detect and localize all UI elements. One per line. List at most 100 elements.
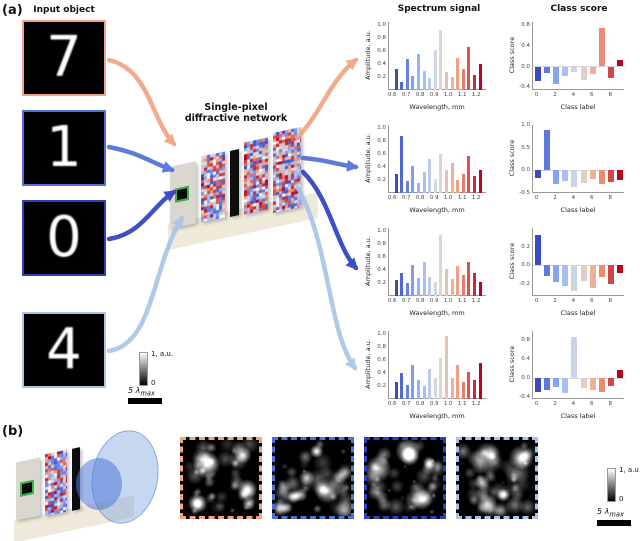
bar xyxy=(411,165,415,193)
bar xyxy=(534,377,541,392)
bar xyxy=(428,369,432,399)
diffractive-network-illustration xyxy=(168,126,320,250)
diffractive-layer-canvas xyxy=(201,151,225,223)
scalebar-a xyxy=(128,398,162,404)
bar xyxy=(433,49,437,90)
bar xyxy=(617,60,624,67)
diffractive-layer-3 xyxy=(244,137,268,215)
x-tick-label: 0 xyxy=(534,298,539,304)
network-label: Single-pixel diffractive network xyxy=(184,102,288,125)
bar xyxy=(444,268,448,296)
bar xyxy=(580,170,587,183)
y-tick-label: 0.8 xyxy=(521,21,530,28)
spectrum-1-plot xyxy=(388,125,486,193)
y-tick-label: 1.0 xyxy=(521,122,530,128)
x-tick-label: 6 xyxy=(590,195,594,201)
bar xyxy=(608,265,615,284)
x-tick-label: 8 xyxy=(608,92,612,98)
class-1-xlabel: Class label xyxy=(560,206,596,214)
digit-4: 4 xyxy=(46,317,82,382)
class-0-plot xyxy=(532,228,625,296)
bar xyxy=(599,265,605,278)
bar xyxy=(571,66,578,72)
panel-a-label: (a) xyxy=(2,3,23,18)
x-tick-label: 1.1 xyxy=(457,92,467,98)
y-tick-label: 0.8 xyxy=(377,344,386,351)
bar xyxy=(456,266,460,296)
bar xyxy=(599,377,605,392)
bar xyxy=(543,265,550,277)
bar xyxy=(562,66,569,76)
x-tick-label: 6 xyxy=(590,401,594,407)
input-object-header: Input object xyxy=(33,5,95,15)
x-tick-label: 1.2 xyxy=(471,92,481,98)
class-0-ylabel: Class score xyxy=(508,242,516,280)
diffractive-layer-4 xyxy=(273,127,301,213)
opaque-layer xyxy=(230,149,239,217)
y-tick-label: 1.0 xyxy=(377,331,386,338)
bar xyxy=(411,264,415,296)
bar xyxy=(456,180,460,193)
bar xyxy=(472,272,476,296)
bar xyxy=(433,178,437,193)
aperture-plane xyxy=(170,161,196,229)
bar xyxy=(553,66,559,84)
x-tick-label: 1.1 xyxy=(457,401,467,407)
colorbar-a-max-label: 1, a.u. xyxy=(151,350,174,358)
diffractive-layer-canvas xyxy=(273,127,301,213)
bar xyxy=(467,156,471,193)
x-tick-label: 8 xyxy=(608,298,612,304)
spectrum-4-plot xyxy=(388,331,486,399)
aperture-plane xyxy=(16,457,40,521)
bar xyxy=(456,57,460,90)
scalebar-b-prefix: 5 λ xyxy=(597,507,610,516)
bar xyxy=(562,377,569,393)
scalebar-a-label: 5 λmax xyxy=(128,386,155,398)
digit-0: 0 xyxy=(46,205,82,270)
input-aperture xyxy=(175,185,189,203)
x-tick-label: 2 xyxy=(553,298,557,304)
bar xyxy=(450,162,454,193)
x-tick-label: 0.9 xyxy=(429,298,439,304)
bar xyxy=(461,382,465,399)
bar xyxy=(422,386,426,399)
y-tick-label: 0.4 xyxy=(521,42,530,49)
x-tick-label: 0 xyxy=(534,401,539,407)
detector-cylinder xyxy=(76,458,122,510)
colorbar-b-min-label: 0 xyxy=(619,495,624,503)
y-tick-label: 0.0 xyxy=(521,63,530,70)
zero-line xyxy=(533,66,625,68)
x-tick-label: 4 xyxy=(571,401,576,407)
bar xyxy=(433,378,437,399)
intensity-image-frame-4 xyxy=(456,437,538,519)
bar xyxy=(428,276,432,296)
bar xyxy=(472,176,476,193)
x-tick-label: 0.8 xyxy=(415,401,425,407)
class-4-xlabel: Class label xyxy=(560,412,596,420)
spectrum-0-xlabel: Wavelength, mm xyxy=(409,309,465,317)
x-tick-label: 0.8 xyxy=(415,92,425,98)
x-tick-label: 6 xyxy=(590,298,594,304)
bar xyxy=(411,75,415,90)
y-tick-label: 0.8 xyxy=(377,138,386,145)
bar xyxy=(543,129,550,171)
class-4-plot xyxy=(532,331,625,399)
spectrum-4-xlabel: Wavelength, mm xyxy=(409,412,465,420)
bar xyxy=(450,77,454,90)
digit-7: 7 xyxy=(46,25,82,90)
y-tick-label: 0.2 xyxy=(377,74,386,80)
input-digit-tile-7: 7 xyxy=(22,20,106,96)
bar xyxy=(608,170,615,183)
class-7-plot xyxy=(532,22,625,90)
bar xyxy=(444,170,448,193)
bar xyxy=(599,170,605,184)
bar xyxy=(405,283,409,296)
bar xyxy=(416,379,420,399)
bar xyxy=(439,30,443,90)
y-tick-label: 1.0 xyxy=(377,22,386,29)
panel-b-label: (b) xyxy=(2,424,24,439)
